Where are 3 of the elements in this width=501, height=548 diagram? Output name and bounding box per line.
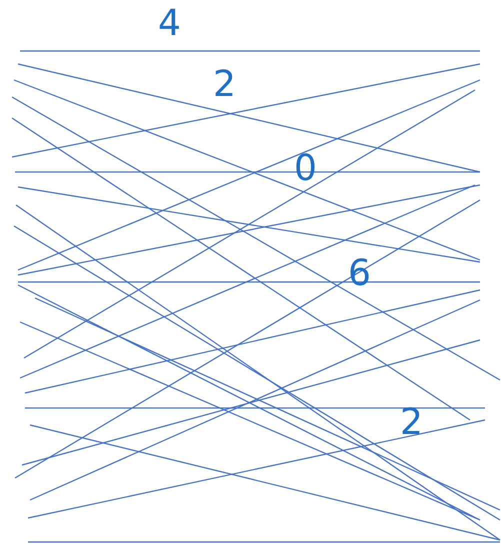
number-label: 2 <box>213 67 236 103</box>
number-label: 4 <box>158 6 181 42</box>
number-label: 2 <box>400 405 423 441</box>
